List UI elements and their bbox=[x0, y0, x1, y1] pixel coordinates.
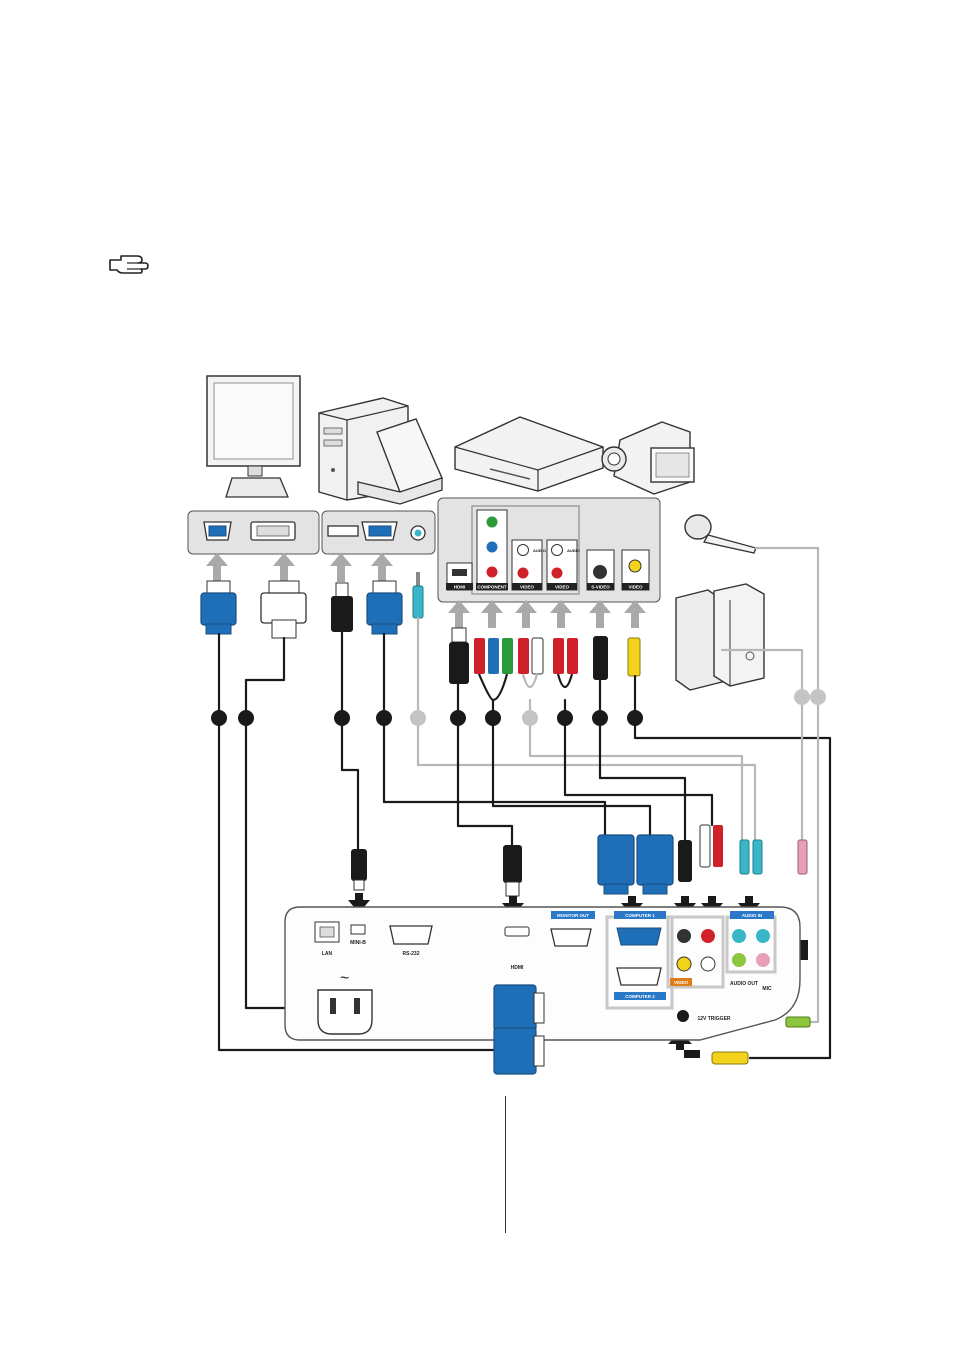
port-label-s-video: S-VIDEO bbox=[591, 585, 610, 590]
port-label-mini-b: MINI-B bbox=[350, 940, 366, 946]
port-label-lan: LAN bbox=[322, 951, 333, 957]
usb-plug bbox=[331, 583, 353, 632]
port-label-monitor-out: MONITOR OUT bbox=[557, 913, 589, 918]
port-label-hdmi: HDMI bbox=[454, 585, 466, 590]
speakers-icon bbox=[676, 584, 764, 690]
port-label-video-c: VIDEO bbox=[628, 585, 643, 590]
port-label-audio-in: AUDIO IN bbox=[742, 913, 762, 918]
port-label-mic: MIC bbox=[762, 986, 772, 992]
port-label-rs232: RS-232 bbox=[403, 951, 420, 957]
av-player-icon bbox=[455, 417, 603, 491]
port-label-dc-trigger: 12V TRIGGER bbox=[697, 1016, 730, 1022]
port-label-video-a: VIDEO bbox=[520, 585, 535, 590]
monitor-icon bbox=[207, 376, 300, 497]
vga-plug-computer bbox=[367, 581, 402, 634]
port-label-audio-a: AUDIO bbox=[533, 548, 546, 553]
camcorder-icon bbox=[602, 422, 694, 494]
port-label-audio-b: AUDIO bbox=[567, 548, 580, 553]
vga-plug-monitor bbox=[201, 581, 236, 634]
port-label-video-projector: VIDEO bbox=[674, 980, 689, 985]
port-label-video-b: VIDEO bbox=[555, 585, 570, 590]
column-divider bbox=[505, 1096, 506, 1233]
dvi-plug bbox=[261, 581, 306, 638]
port-label-computer-2: COMPUTER 2 bbox=[625, 994, 655, 999]
audio-plug-cyan bbox=[413, 572, 423, 618]
port-label-computer-1: COMPUTER 1 bbox=[625, 913, 655, 918]
svg-text:~: ~ bbox=[340, 970, 349, 987]
port-label-audio-out: AUDIO OUT bbox=[730, 981, 758, 987]
port-label-hdmi-projector: HDMI bbox=[511, 965, 524, 971]
microphone-icon bbox=[685, 515, 756, 553]
port-label-component: COMPONENT bbox=[477, 585, 507, 590]
